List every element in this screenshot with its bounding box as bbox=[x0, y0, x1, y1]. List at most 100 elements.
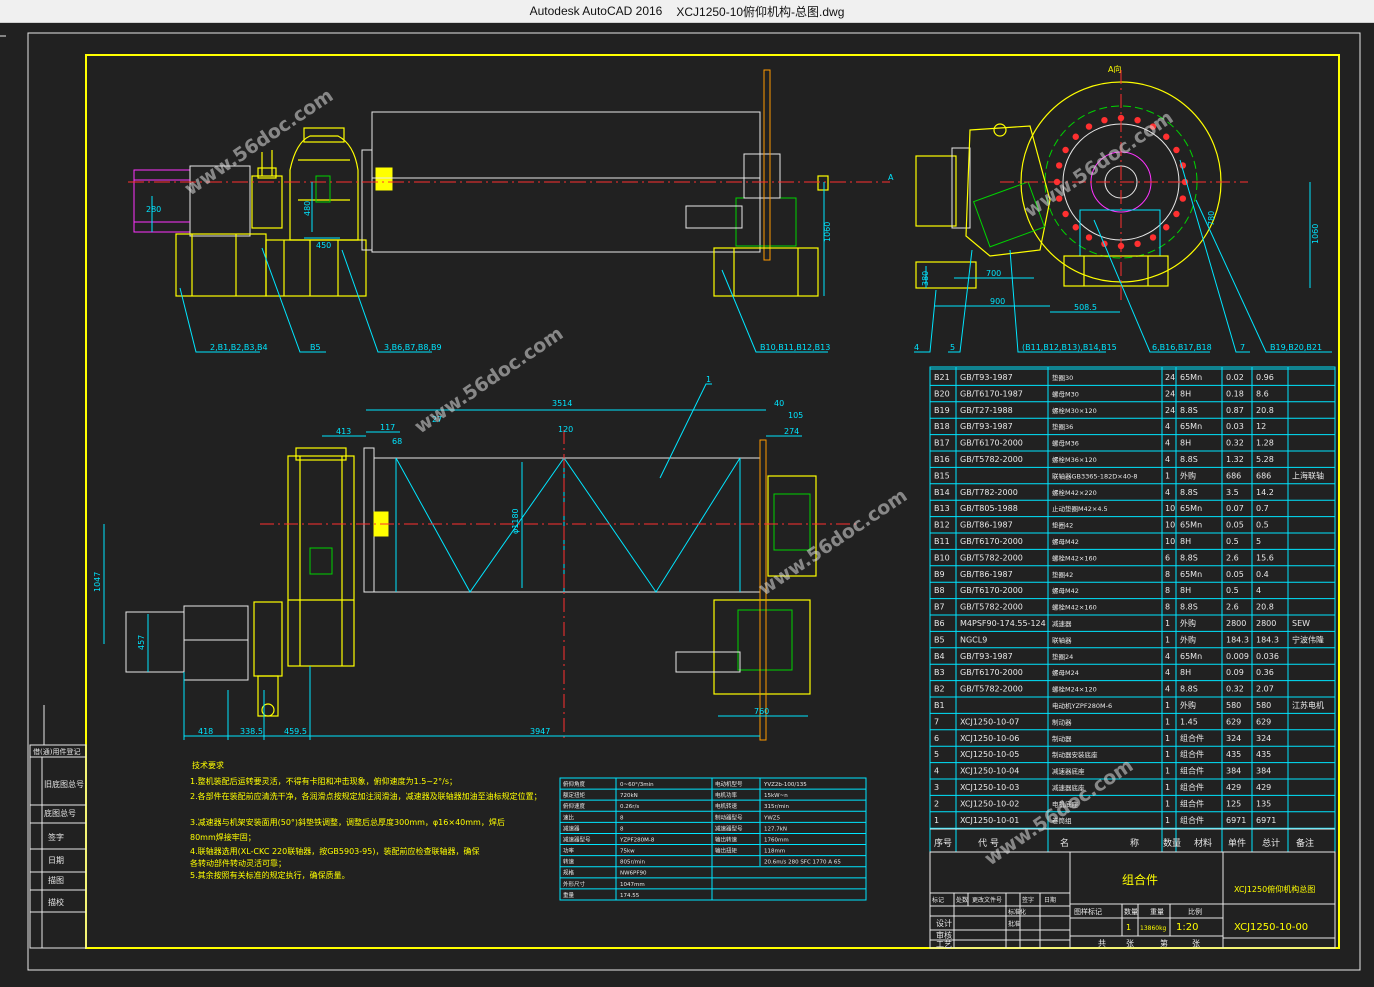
tb-row-1: 审核 bbox=[936, 930, 952, 940]
strip-text-2: 底图总号 bbox=[44, 808, 76, 818]
param-cell: 减速器型号 bbox=[563, 835, 591, 843]
param-cell: 重量 bbox=[563, 891, 575, 899]
dim-280: 280 bbox=[146, 205, 161, 214]
bolt-hole bbox=[1149, 123, 1157, 130]
bom-cell: 8.8S bbox=[1180, 553, 1198, 562]
bom-cell: GB/T5782-2000 bbox=[960, 685, 1023, 694]
bom-cell: 5 bbox=[1256, 537, 1261, 546]
bom-cell: 0.05 bbox=[1226, 570, 1244, 579]
bom-cell: 组合件 bbox=[1180, 782, 1204, 792]
bom-cell: 435 bbox=[1256, 750, 1271, 759]
bom-cell: 1 bbox=[1165, 750, 1170, 759]
bom-cell: 2800 bbox=[1226, 619, 1246, 628]
tb-sheet-1: 张 bbox=[1126, 939, 1134, 948]
bom-cell: 435 bbox=[1226, 750, 1241, 759]
bom-cell: B17 bbox=[934, 439, 950, 448]
bom-header-cell: 数量 bbox=[1163, 837, 1181, 849]
leader-label-2: B5 bbox=[310, 343, 321, 352]
dim-3947: 3947 bbox=[530, 727, 550, 736]
bom-cell: 螺栓M42×220 bbox=[1052, 488, 1097, 497]
bom-cell: 0.87 bbox=[1226, 406, 1244, 415]
param-cell: 1047mm bbox=[620, 882, 645, 888]
bom-cell: 8H bbox=[1180, 586, 1191, 595]
tb-sheet-2: 第 bbox=[1160, 938, 1168, 948]
bom-cell: GB/T6170-2000 bbox=[960, 439, 1023, 448]
side-view: 280 480 450 1060 A 2,B1,B2,B3,B4 B5 3,B6… bbox=[128, 69, 894, 353]
bom-cell: B6 bbox=[934, 619, 945, 628]
bom-cell: B3 bbox=[934, 668, 945, 677]
drawing-canvas[interactable]: 借(通)用件登记 旧底图总号 底图总号 签字 日期 描图 描校 bbox=[0, 22, 1374, 982]
bolt-hole bbox=[1055, 195, 1063, 202]
note-5: 5.其余按照有关标准的规定执行，确保质量。 bbox=[190, 870, 350, 880]
bom-cell: 0.07 bbox=[1226, 504, 1244, 513]
bom-cell: 1 bbox=[1165, 701, 1170, 710]
end-view: A向 700 900 508.5 380 1060 780 bbox=[914, 64, 1332, 353]
tb-qty: 1 bbox=[1126, 923, 1131, 932]
bom-cell: 2.6 bbox=[1226, 603, 1239, 612]
dim-780: 780 bbox=[1207, 211, 1216, 226]
bom-cell: 65Mn bbox=[1180, 422, 1202, 431]
param-cell: 电动机型号 bbox=[715, 780, 743, 788]
bom-cell: 0.5 bbox=[1256, 521, 1269, 530]
bom-cell: B11 bbox=[934, 537, 950, 546]
tb-stage-1: 数量 bbox=[1124, 907, 1138, 916]
end-leader-9: B19,B20,B21 bbox=[1270, 343, 1322, 352]
bom-cell: SEW bbox=[1292, 619, 1310, 628]
end-leader-7: 6,B16,B17,B18 bbox=[1152, 343, 1212, 352]
leader-label-3: 3,B6,B7,B8,B9 bbox=[384, 343, 442, 352]
bom-cell: 1 bbox=[1165, 717, 1170, 726]
bolt-hole bbox=[1055, 162, 1063, 169]
bom-cell: 螺栓M30×120 bbox=[1052, 406, 1097, 415]
bom-cell: 184.3 bbox=[1226, 635, 1249, 644]
bom-cell: B14 bbox=[934, 488, 950, 497]
param-cell: 127.7kN bbox=[764, 826, 787, 832]
bom-cell: 429 bbox=[1226, 783, 1241, 792]
param-cell: 0~60°/3min bbox=[620, 782, 654, 788]
tb-row-0: 设计 bbox=[936, 918, 952, 928]
bom-cell: 24 bbox=[1165, 406, 1175, 415]
bom-cell: 1 bbox=[1165, 783, 1170, 792]
bom-cell: 580 bbox=[1256, 701, 1271, 710]
bom-cell: 外购 bbox=[1180, 634, 1196, 644]
dim-380: 380 bbox=[921, 271, 930, 286]
param-cell: 制动器型号 bbox=[715, 813, 743, 821]
bom-cell: M4PSF90-174.55-124 bbox=[960, 619, 1046, 628]
bolt-hole bbox=[1173, 210, 1180, 218]
param-cell: 输出转速 bbox=[715, 835, 738, 843]
bom-cell: 组合件 bbox=[1180, 766, 1204, 776]
bom-cell: 6971 bbox=[1226, 816, 1246, 825]
bom-cell: 0.18 bbox=[1226, 389, 1244, 398]
bom-cell: 垫圈24 bbox=[1052, 652, 1073, 661]
param-cell: 俯仰角度 bbox=[563, 780, 586, 788]
bom-cell: 0.96 bbox=[1256, 373, 1274, 382]
bom-cell: 1.45 bbox=[1180, 717, 1198, 726]
bom-cell: 0.03 bbox=[1226, 422, 1244, 431]
bom-cell: 686 bbox=[1226, 471, 1241, 480]
bom-cell: 6 bbox=[934, 734, 939, 743]
bom-cell: 4 bbox=[1165, 652, 1170, 661]
app-name: Autodesk AutoCAD 2016 bbox=[529, 4, 663, 18]
dim-457: 457 bbox=[137, 635, 146, 650]
bom-cell: B5 bbox=[934, 635, 945, 644]
bom-header-cell: 序号 bbox=[934, 837, 952, 849]
end-view-title: A向 bbox=[1108, 64, 1121, 74]
bom-cell: B13 bbox=[934, 504, 950, 513]
bom-cell: 1 bbox=[1165, 816, 1170, 825]
bom-cell: XCJ1250-10-07 bbox=[960, 717, 1019, 726]
bom-header-cell: 总计 bbox=[1262, 837, 1280, 849]
bom-cell: GB/T6170-2000 bbox=[960, 586, 1023, 595]
note-3: 3.减速器与机架安装面用(50°)斜垫铁调整，调整后总厚度300mm，φ16×4… bbox=[190, 817, 505, 827]
bom-cell: 宁波伟隆 bbox=[1292, 634, 1324, 644]
bom-cell: 1 bbox=[1165, 767, 1170, 776]
bom-cell: 组合件 bbox=[1180, 815, 1204, 825]
bom-cell: 384 bbox=[1256, 767, 1271, 776]
bom-cell: 止动垫圈M42×4.5 bbox=[1052, 504, 1108, 513]
bom-cell: 联轴器 bbox=[1052, 635, 1072, 644]
bom-cell: 制动器安装底座 bbox=[1052, 750, 1098, 759]
bom-cell: 电机底座 bbox=[1052, 799, 1079, 808]
bom-cell: B16 bbox=[934, 455, 950, 464]
bom-cell: 7 bbox=[934, 717, 939, 726]
bom-cell: XCJ1250-10-06 bbox=[960, 734, 1019, 743]
bom-cell: 184.3 bbox=[1256, 635, 1279, 644]
bom-cell: 6971 bbox=[1256, 816, 1276, 825]
